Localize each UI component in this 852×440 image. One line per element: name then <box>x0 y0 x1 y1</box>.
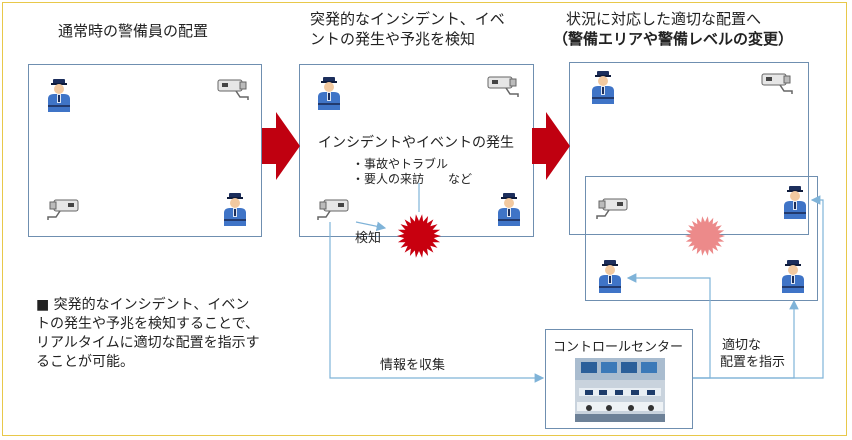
note-line3: リアルタイムに適切な配置を指示す <box>36 335 260 351</box>
title-detect-line2: ントの発生や予兆を検知 <box>310 30 476 48</box>
title-normal: 通常時の警備員の配置 <box>58 22 209 40</box>
guard-icon <box>779 259 807 297</box>
title-detect-line1: 突発的なインシデント、イベ <box>310 10 505 28</box>
camera-icon <box>216 77 252 105</box>
guard-icon <box>221 192 249 230</box>
note-line4: ることが可能。 <box>36 354 134 370</box>
incident-burst-icon <box>397 214 441 258</box>
guard-icon <box>589 70 617 108</box>
camera-icon <box>486 74 522 102</box>
instruct-label-line1: 適切な <box>722 338 762 353</box>
guard-icon <box>781 185 809 223</box>
panel-adapt-bottom <box>585 176 818 301</box>
instruct-label-line2: 配置を指示 <box>720 355 786 370</box>
guard-icon <box>495 192 523 230</box>
detect-arrow <box>355 221 387 231</box>
incident-burst-faded-icon <box>685 216 725 256</box>
guard-icon <box>45 78 73 116</box>
instruct-line-to-top-guard <box>693 195 824 379</box>
camera-icon <box>593 196 629 224</box>
detect-label: 検知 <box>355 231 382 246</box>
guard-icon <box>315 76 343 114</box>
arrow-detect-to-adapt <box>532 112 570 180</box>
panel-normal <box>28 64 262 237</box>
camera-icon <box>44 197 80 225</box>
outer-frame <box>2 2 847 436</box>
incident-heading: インシデントやイベントの発生 <box>318 135 514 151</box>
guard-icon <box>596 259 624 297</box>
collect-flow-line <box>329 222 545 383</box>
collect-label: 情報を収集 <box>380 358 446 373</box>
note-line2: トの発生や予兆を検知することで、 <box>36 316 260 332</box>
control-center-label: コントロールセンター <box>553 340 684 355</box>
title-adapt-line1: 状況に対応した適切な配置へ <box>566 10 762 28</box>
incident-item-accident: ・事故やトラブル <box>352 157 449 171</box>
title-adapt-line2: （警備エリアや警備レベルの変更） <box>553 30 794 48</box>
camera-icon <box>314 197 350 225</box>
note-line1: ■ 突発的なインシデント、イベン <box>36 297 250 313</box>
arrow-normal-to-detect <box>262 112 300 180</box>
control-room-photo <box>575 358 665 422</box>
incident-item-vip: ・要人の来訪 など <box>352 172 473 186</box>
camera-icon <box>760 71 796 99</box>
